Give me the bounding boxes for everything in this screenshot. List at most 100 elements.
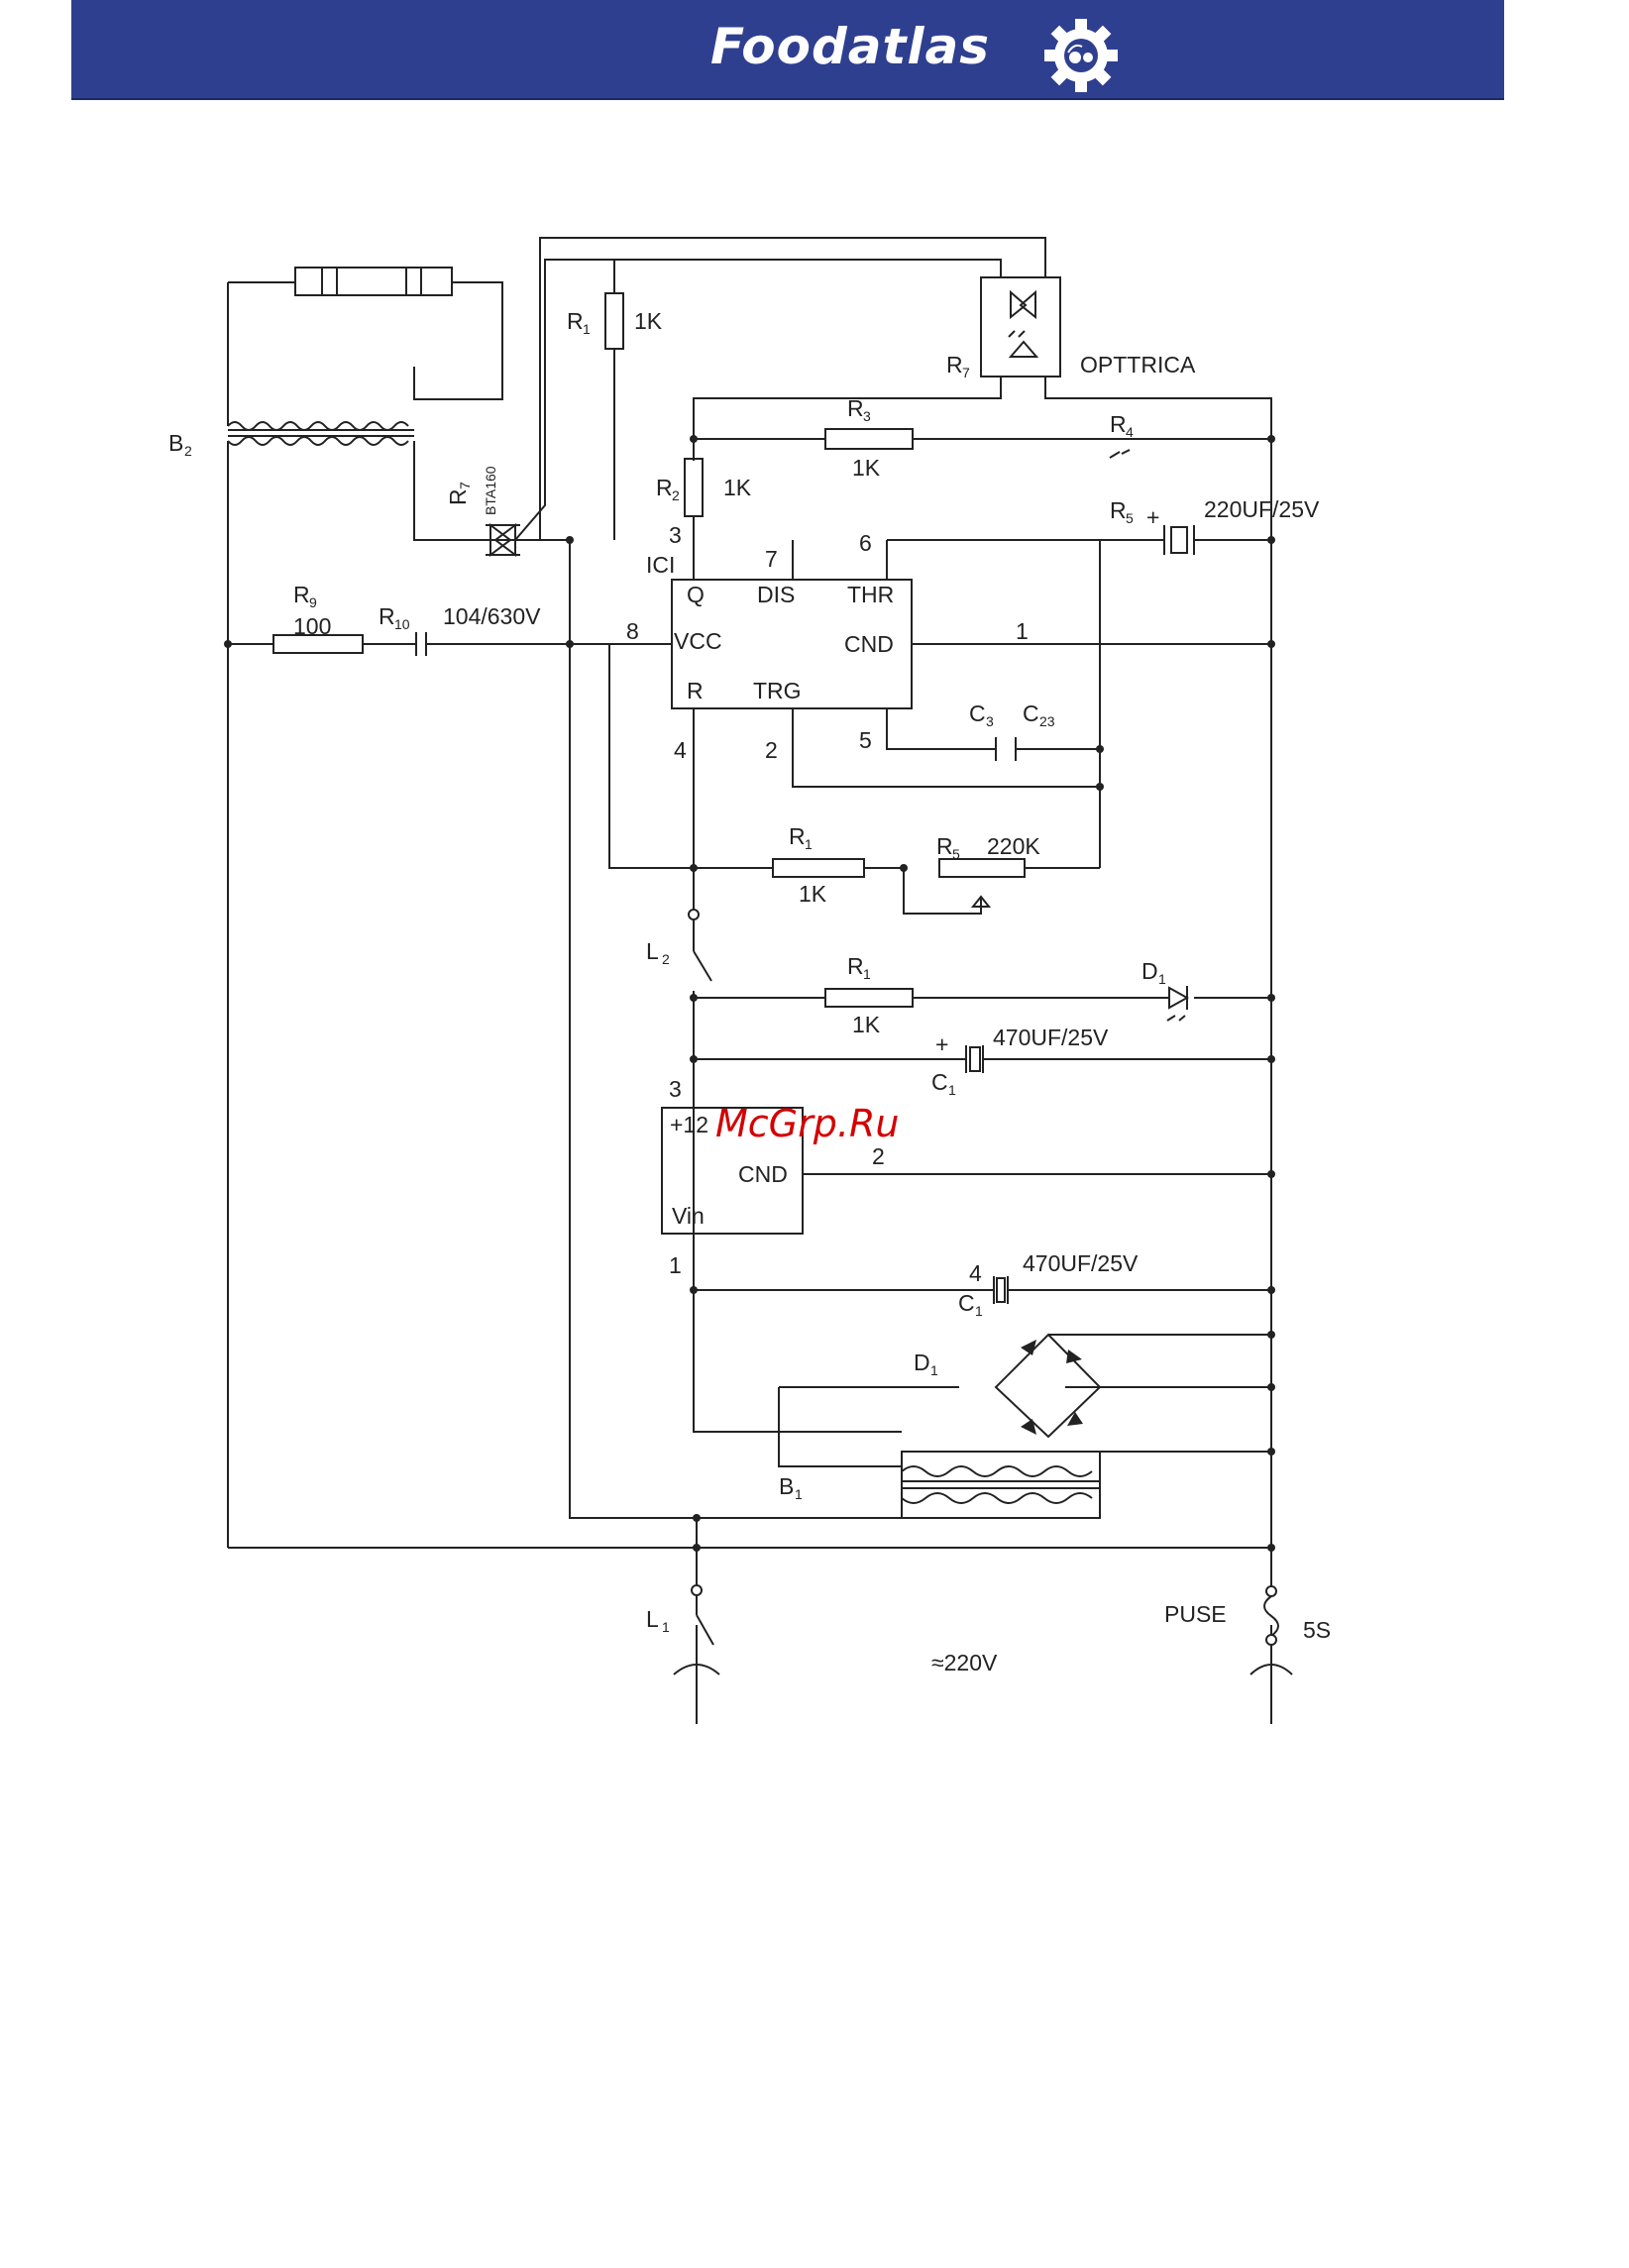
label-plus-220: + <box>1146 504 1159 530</box>
label-cap470a: 470UF/25V <box>993 1025 1109 1050</box>
label-r3-sub: 3 <box>863 408 871 424</box>
label-r5-cap: R <box>1110 497 1127 523</box>
label-pin7: 7 <box>765 546 778 572</box>
label-c3: C <box>969 701 986 726</box>
label-r7-triac-sub: 7 <box>457 482 473 489</box>
label-pin8: 8 <box>626 618 639 644</box>
label-r9-value: 100 <box>293 613 331 639</box>
label-r9: R <box>293 582 310 607</box>
label-r1-low: R <box>847 953 864 979</box>
label-pin6: 6 <box>859 530 872 556</box>
label-pin-trg: TRG <box>753 678 802 703</box>
label-mains: ≈220V <box>931 1650 998 1675</box>
label-r9-sub: 9 <box>309 594 317 610</box>
label-r5-pot: R <box>936 833 953 859</box>
label-l1: L <box>646 1606 659 1632</box>
capacitor-220uf <box>1164 525 1194 555</box>
label-r1-top: R <box>567 308 584 334</box>
label-r5-pot-sub: 5 <box>952 846 960 862</box>
label-l2-sub: 2 <box>662 951 670 967</box>
transformer-b2 <box>228 422 414 445</box>
transformer-b1 <box>902 1452 1100 1518</box>
label-r2: R <box>656 475 673 500</box>
label-r1-mid-value: 1K <box>799 881 827 907</box>
label-b1-sub: 1 <box>795 1486 803 1502</box>
label-b2-sub: 2 <box>184 443 192 459</box>
capacitor-c1-a <box>966 1045 983 1073</box>
label-r7-triac: R <box>445 488 471 505</box>
label-r10-sub: 10 <box>394 616 410 632</box>
label-plus-470a: + <box>935 1031 948 1057</box>
label-r10: R <box>379 603 395 629</box>
label-d1-bridge: D <box>914 1350 930 1375</box>
label-r2-sub: 2 <box>672 487 680 503</box>
label-reg-plus12: +12 <box>670 1112 708 1137</box>
label-reg-pin2: 2 <box>872 1143 885 1169</box>
label-cap220: 220UF/25V <box>1204 496 1320 522</box>
label-r4-sub: 4 <box>1126 424 1134 440</box>
label-r4: R <box>1110 411 1127 437</box>
label-r7-opt: R <box>946 352 963 378</box>
label-fuse: PUSE <box>1164 1601 1227 1627</box>
label-c1b-sub: 1 <box>975 1303 983 1319</box>
label-r3: R <box>847 395 864 421</box>
label-c1a-sub: 1 <box>948 1082 956 1098</box>
label-reg-cnd: CND <box>738 1161 788 1187</box>
label-pin4: 4 <box>674 737 687 763</box>
label-b1: B <box>779 1473 794 1499</box>
switch-l2 <box>689 910 711 998</box>
resistor-r2 <box>685 459 703 516</box>
label-cap470b: 470UF/25V <box>1023 1250 1139 1276</box>
label-r1-mid: R <box>789 823 806 849</box>
label-d1-led: D <box>1141 958 1158 984</box>
label-cap104: 104/630V <box>443 603 541 629</box>
wires <box>228 238 1271 1674</box>
capacitor-r10 <box>416 632 426 656</box>
label-pin-r: R <box>687 678 704 703</box>
label-pin4b: 4 <box>969 1260 982 1286</box>
capacitor-c3 <box>996 737 1016 761</box>
label-r1-low-sub: 1 <box>863 966 871 982</box>
label-r1-top-sub: 1 <box>583 321 591 337</box>
label-pin2: 2 <box>765 737 778 763</box>
label-r2-value: 1K <box>723 475 752 500</box>
label-c3-sub: 3 <box>986 713 994 729</box>
opto-triac <box>981 277 1060 377</box>
label-opttrica: OPTTRICA <box>1080 352 1196 378</box>
label-pin5: 5 <box>859 727 872 753</box>
resistor-r1-mid <box>773 859 864 877</box>
label-reg-pin3: 3 <box>669 1076 682 1102</box>
label-pin-dis: DIS <box>757 582 795 607</box>
label-pin-q: Q <box>687 582 705 607</box>
label-r1-top-value: 1K <box>634 308 663 334</box>
label-reg-pin1: 1 <box>669 1252 682 1278</box>
label-bta160: BTA160 <box>483 466 498 515</box>
potentiometer-r5 <box>939 859 1025 907</box>
label-pin1: 1 <box>1016 618 1029 644</box>
label-l2: L <box>646 938 659 964</box>
label-r7-opt-sub: 7 <box>962 365 970 380</box>
label-c1a: C <box>931 1069 948 1095</box>
label-b2: B <box>168 430 183 456</box>
resistor-r1-low <box>825 989 913 1007</box>
resistor-r1-top <box>605 293 623 349</box>
label-r1-mid-sub: 1 <box>805 836 813 852</box>
label-d1-led-sub: 1 <box>1158 971 1166 987</box>
led-d1 <box>1167 986 1187 1021</box>
capacitor-c1-b <box>994 1276 1008 1304</box>
lamp-tube <box>295 268 452 295</box>
label-r5-value: 220K <box>987 833 1040 859</box>
label-c1b: C <box>958 1290 975 1316</box>
label-c23-sub: 23 <box>1039 713 1055 729</box>
label-l1-sub: 1 <box>662 1619 670 1635</box>
label-pin3: 3 <box>669 522 682 548</box>
label-pin-vcc: VCC <box>674 628 722 654</box>
label-r5-cap-sub: 5 <box>1126 510 1134 526</box>
label-d1-bridge-sub: 1 <box>930 1362 938 1378</box>
label-fuse-value: 5S <box>1303 1617 1331 1643</box>
label-r3-value: 1K <box>852 455 881 481</box>
resistor-r3 <box>825 429 913 449</box>
label-reg-vin: Vin <box>672 1203 705 1229</box>
led-r4 <box>1110 450 1130 458</box>
